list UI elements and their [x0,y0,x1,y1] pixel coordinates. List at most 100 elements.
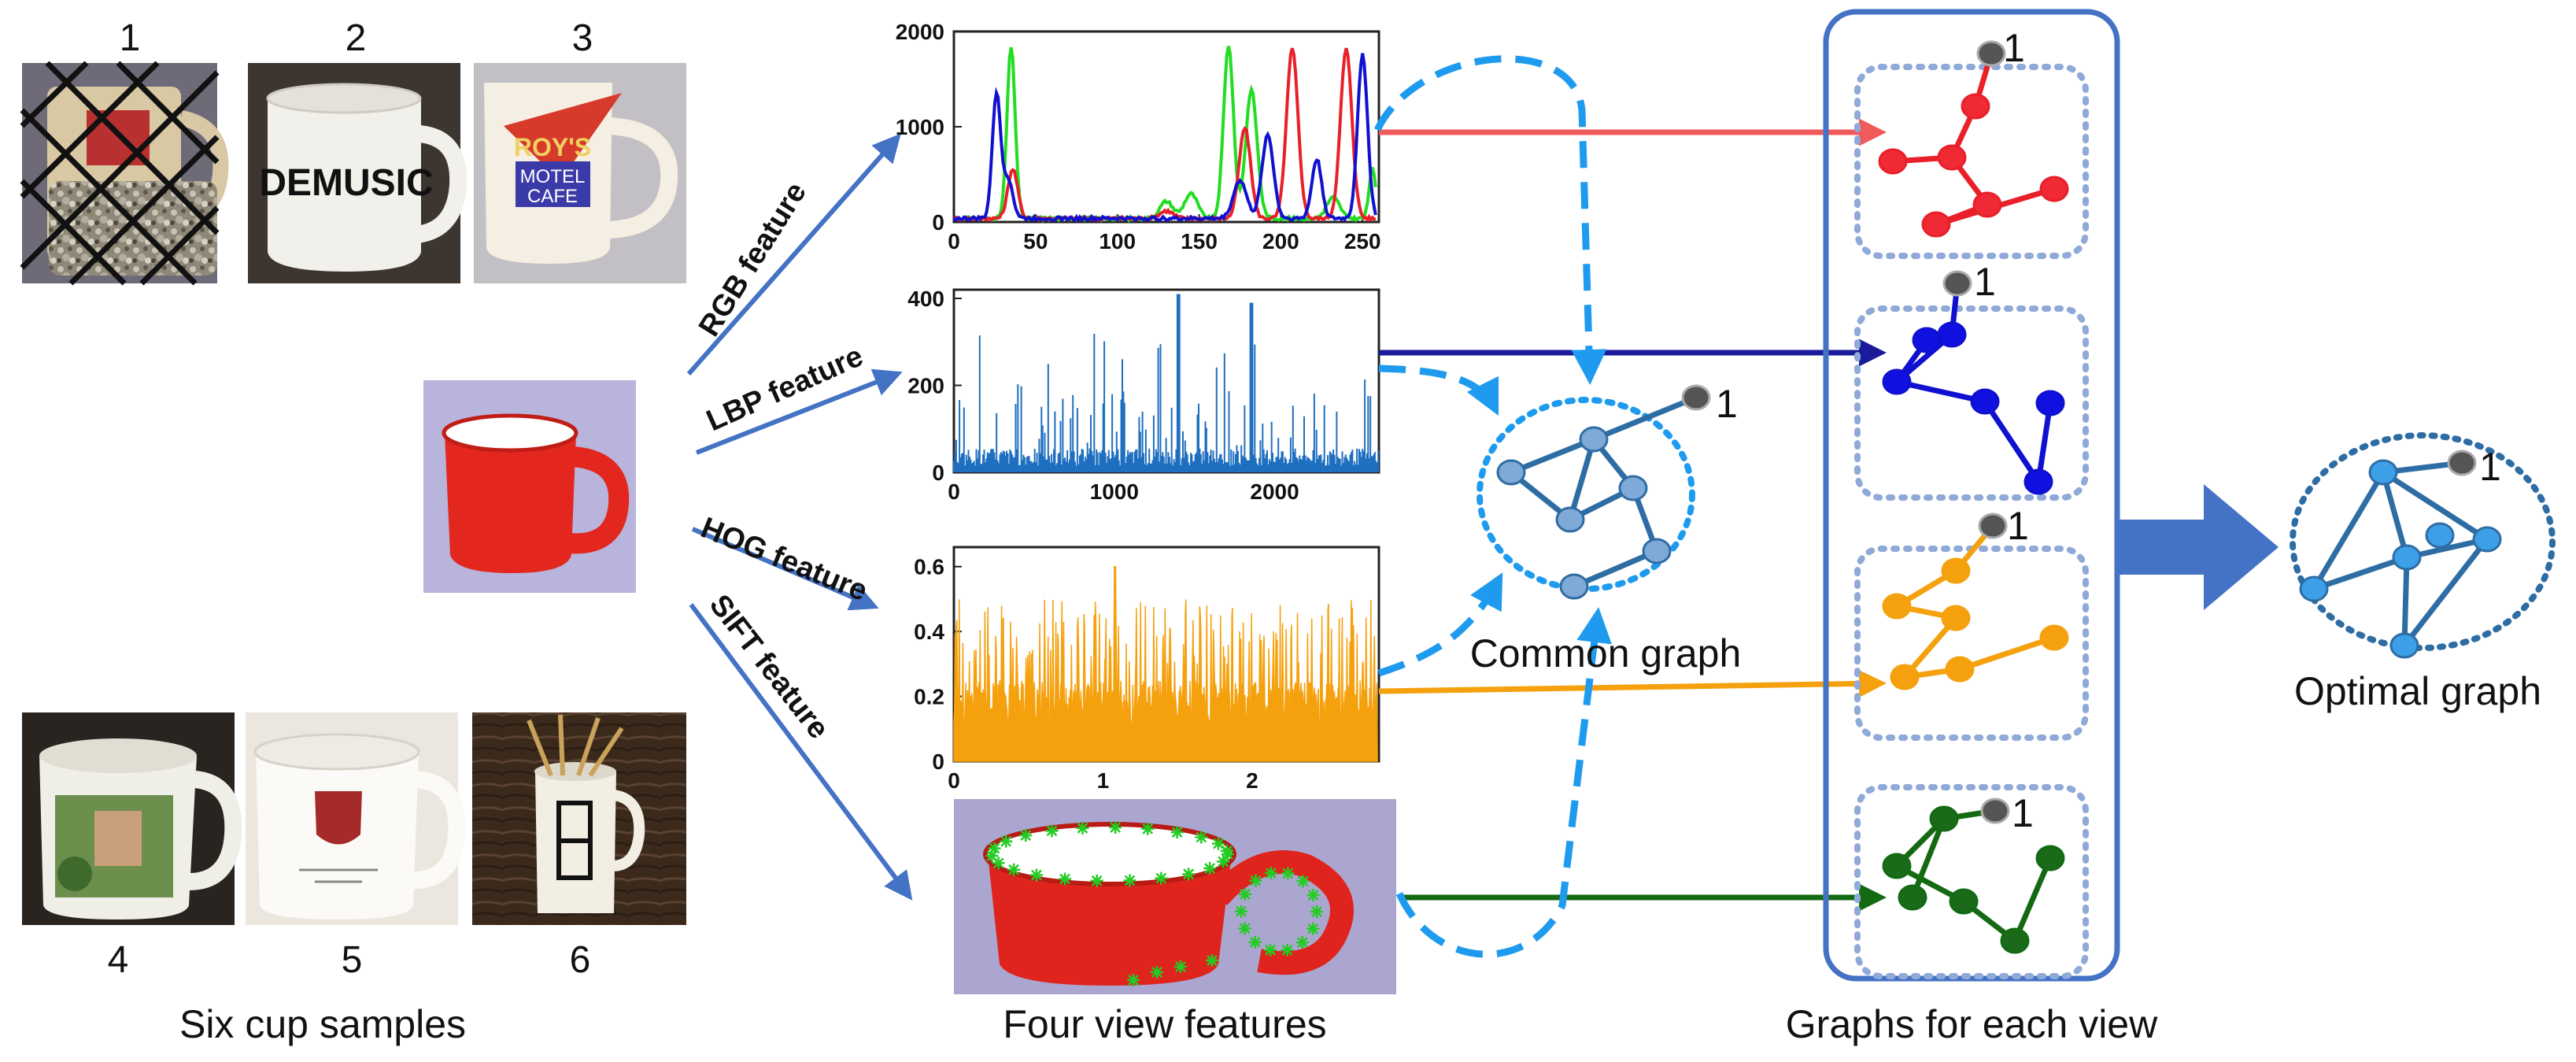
sift-keypoint [1019,829,1033,842]
common-graph-edge [1510,436,1595,475]
common-graph-highlighted-node [1681,384,1711,411]
hog-view-graph-node [1882,593,1912,620]
sift-keypoint [1264,867,1277,880]
hog-histogram-area [953,565,1378,762]
hog-dashed-arrow [1377,572,1503,677]
rgb-ytick-label: 1000 [896,115,944,139]
rgb-dashed-arrow [1373,55,1607,385]
blue-channel-line [952,53,1377,224]
rgb-ytick-label: 2000 [896,20,944,44]
sift-keypoint [1249,874,1262,887]
sift-graph-box [1854,784,2089,979]
optimal-graph-drawing-edge [2312,554,2408,592]
optimal-graph-drawing-edge [2382,470,2489,542]
common-graph [1496,384,1711,600]
common-graph-caption: Common graph [1470,631,1742,675]
sift-keypoint [1296,875,1310,888]
lbp-xtick-label: 1000 [1090,479,1139,504]
hog-view-graph-node [1890,664,1920,690]
sift-keypoint [1045,824,1059,838]
sift-keypoint [1000,834,1013,848]
lbp-view-graph-edge [1983,400,2041,483]
sift-view-graph-node [1898,884,1927,911]
sift-keypoint [1170,826,1184,839]
common-graph-node [1642,538,1672,564]
sift-dashed-arrow [1395,607,1612,958]
sift-keypoint [1182,868,1196,881]
rgb-xtick-label: 200 [1262,229,1299,253]
sift-view-graph-edge [2012,857,2053,942]
mug-3-print-line-3: CAFE [527,186,578,207]
common-graph-dashed-arrows [1373,55,1612,958]
rgb-graph-node-label: 1 [2003,26,2025,70]
sift-keypoint [1203,862,1217,875]
lbp-view-graph-node [2035,390,2065,416]
optimal-graph-drawing-node [2392,544,2422,571]
rgb-chart-frame [952,30,1380,224]
view-graph-boxes [1854,64,2089,979]
optimal-graph: 1 Optimal graph [2290,432,2556,713]
occlusion-patch [49,181,217,276]
optimal-graph-caption: Optimal graph [2294,669,2541,713]
optimal-graph-drawing-node [2368,459,2398,486]
hog-graph-node-label: 1 [2007,504,2029,548]
optimal-graph-drawing-edge [2311,471,2386,590]
hog-to-graph-arrow [1378,669,1887,698]
sift-keypoint [1109,821,1122,834]
optimal-graph-drawing-node [2389,632,2419,659]
rgb-xtick-label: 50 [1023,229,1048,253]
hog-view-graph-node [1941,557,1971,584]
common-graph-edge [1573,548,1658,590]
sample-number-1: 1 [120,17,141,59]
four-view-features-caption: Four view features [1003,1002,1326,1046]
optimal-graph-drawing-node [2425,522,2455,549]
sample-number-5: 5 [342,939,363,981]
sift-keypoint [1155,871,1168,885]
optimal-graph-boundary [2290,432,2556,651]
hog-ytick-label: 0.4 [914,620,944,644]
six-cup-samples-caption: Six cup samples [179,1002,466,1046]
rgb-view-graph-node [1921,211,1951,238]
sift-keypoint [1127,974,1140,986]
sift-view-graph-node [1949,888,1979,915]
lbp-ytick-label: 0 [932,461,944,485]
cup-sample-2-image: DEMUSIC [248,63,468,283]
sift-feature-label: SIFT feature [703,589,835,746]
lbp-view-graph-edge [2035,402,2053,483]
lbp-xtick-label: 2000 [1250,479,1299,504]
rgb-xtick-label: 100 [1099,229,1136,253]
cup-sample-5-image [246,712,466,925]
fusion-arrow [2117,484,2278,610]
sift-keypoint [988,842,1001,855]
common-graph-edge [1567,438,1597,520]
lbp-histogram-bars [953,294,1380,472]
sample-number-6: 6 [570,939,591,981]
sift-keypoint [1281,867,1295,880]
hog-ytick-label: 0.6 [914,555,944,579]
lbp-graph-node-label: 1 [1974,260,1996,304]
optimal-graph-node-label: 1 [2479,445,2501,489]
optimal-graph-drawing-edge [2380,472,2410,558]
sift-keypoint [1220,844,1233,857]
sift-keypoints-image [954,799,1396,994]
lbp-view-graph-node [1937,321,1967,348]
view-graphs-caption: Graphs for each view [1786,1002,2158,1046]
rgb-view-graph-highlighted-node [1976,40,2006,67]
sift-keypoint [1248,935,1262,949]
sift-keypoint [1217,855,1230,868]
common-graph-edge [1592,394,1698,442]
optimal-graph-drawing-node [2472,526,2502,553]
optimal-graph-drawing-edge [2401,557,2410,646]
lbp-ytick-label: 200 [907,374,944,398]
view-to-graph-arrows [1378,118,1887,912]
sift-keypoint [985,849,999,863]
mug-3-print-line-1: ROY'S [514,133,591,161]
feature-extraction-arrows [686,133,913,901]
lbp-xtick-label: 0 [948,479,960,504]
sample-number-2: 2 [346,17,367,59]
sift-keypoint [1007,863,1021,876]
sift-keypoint [1076,821,1089,834]
hog-view-graph-node [2039,624,2069,651]
